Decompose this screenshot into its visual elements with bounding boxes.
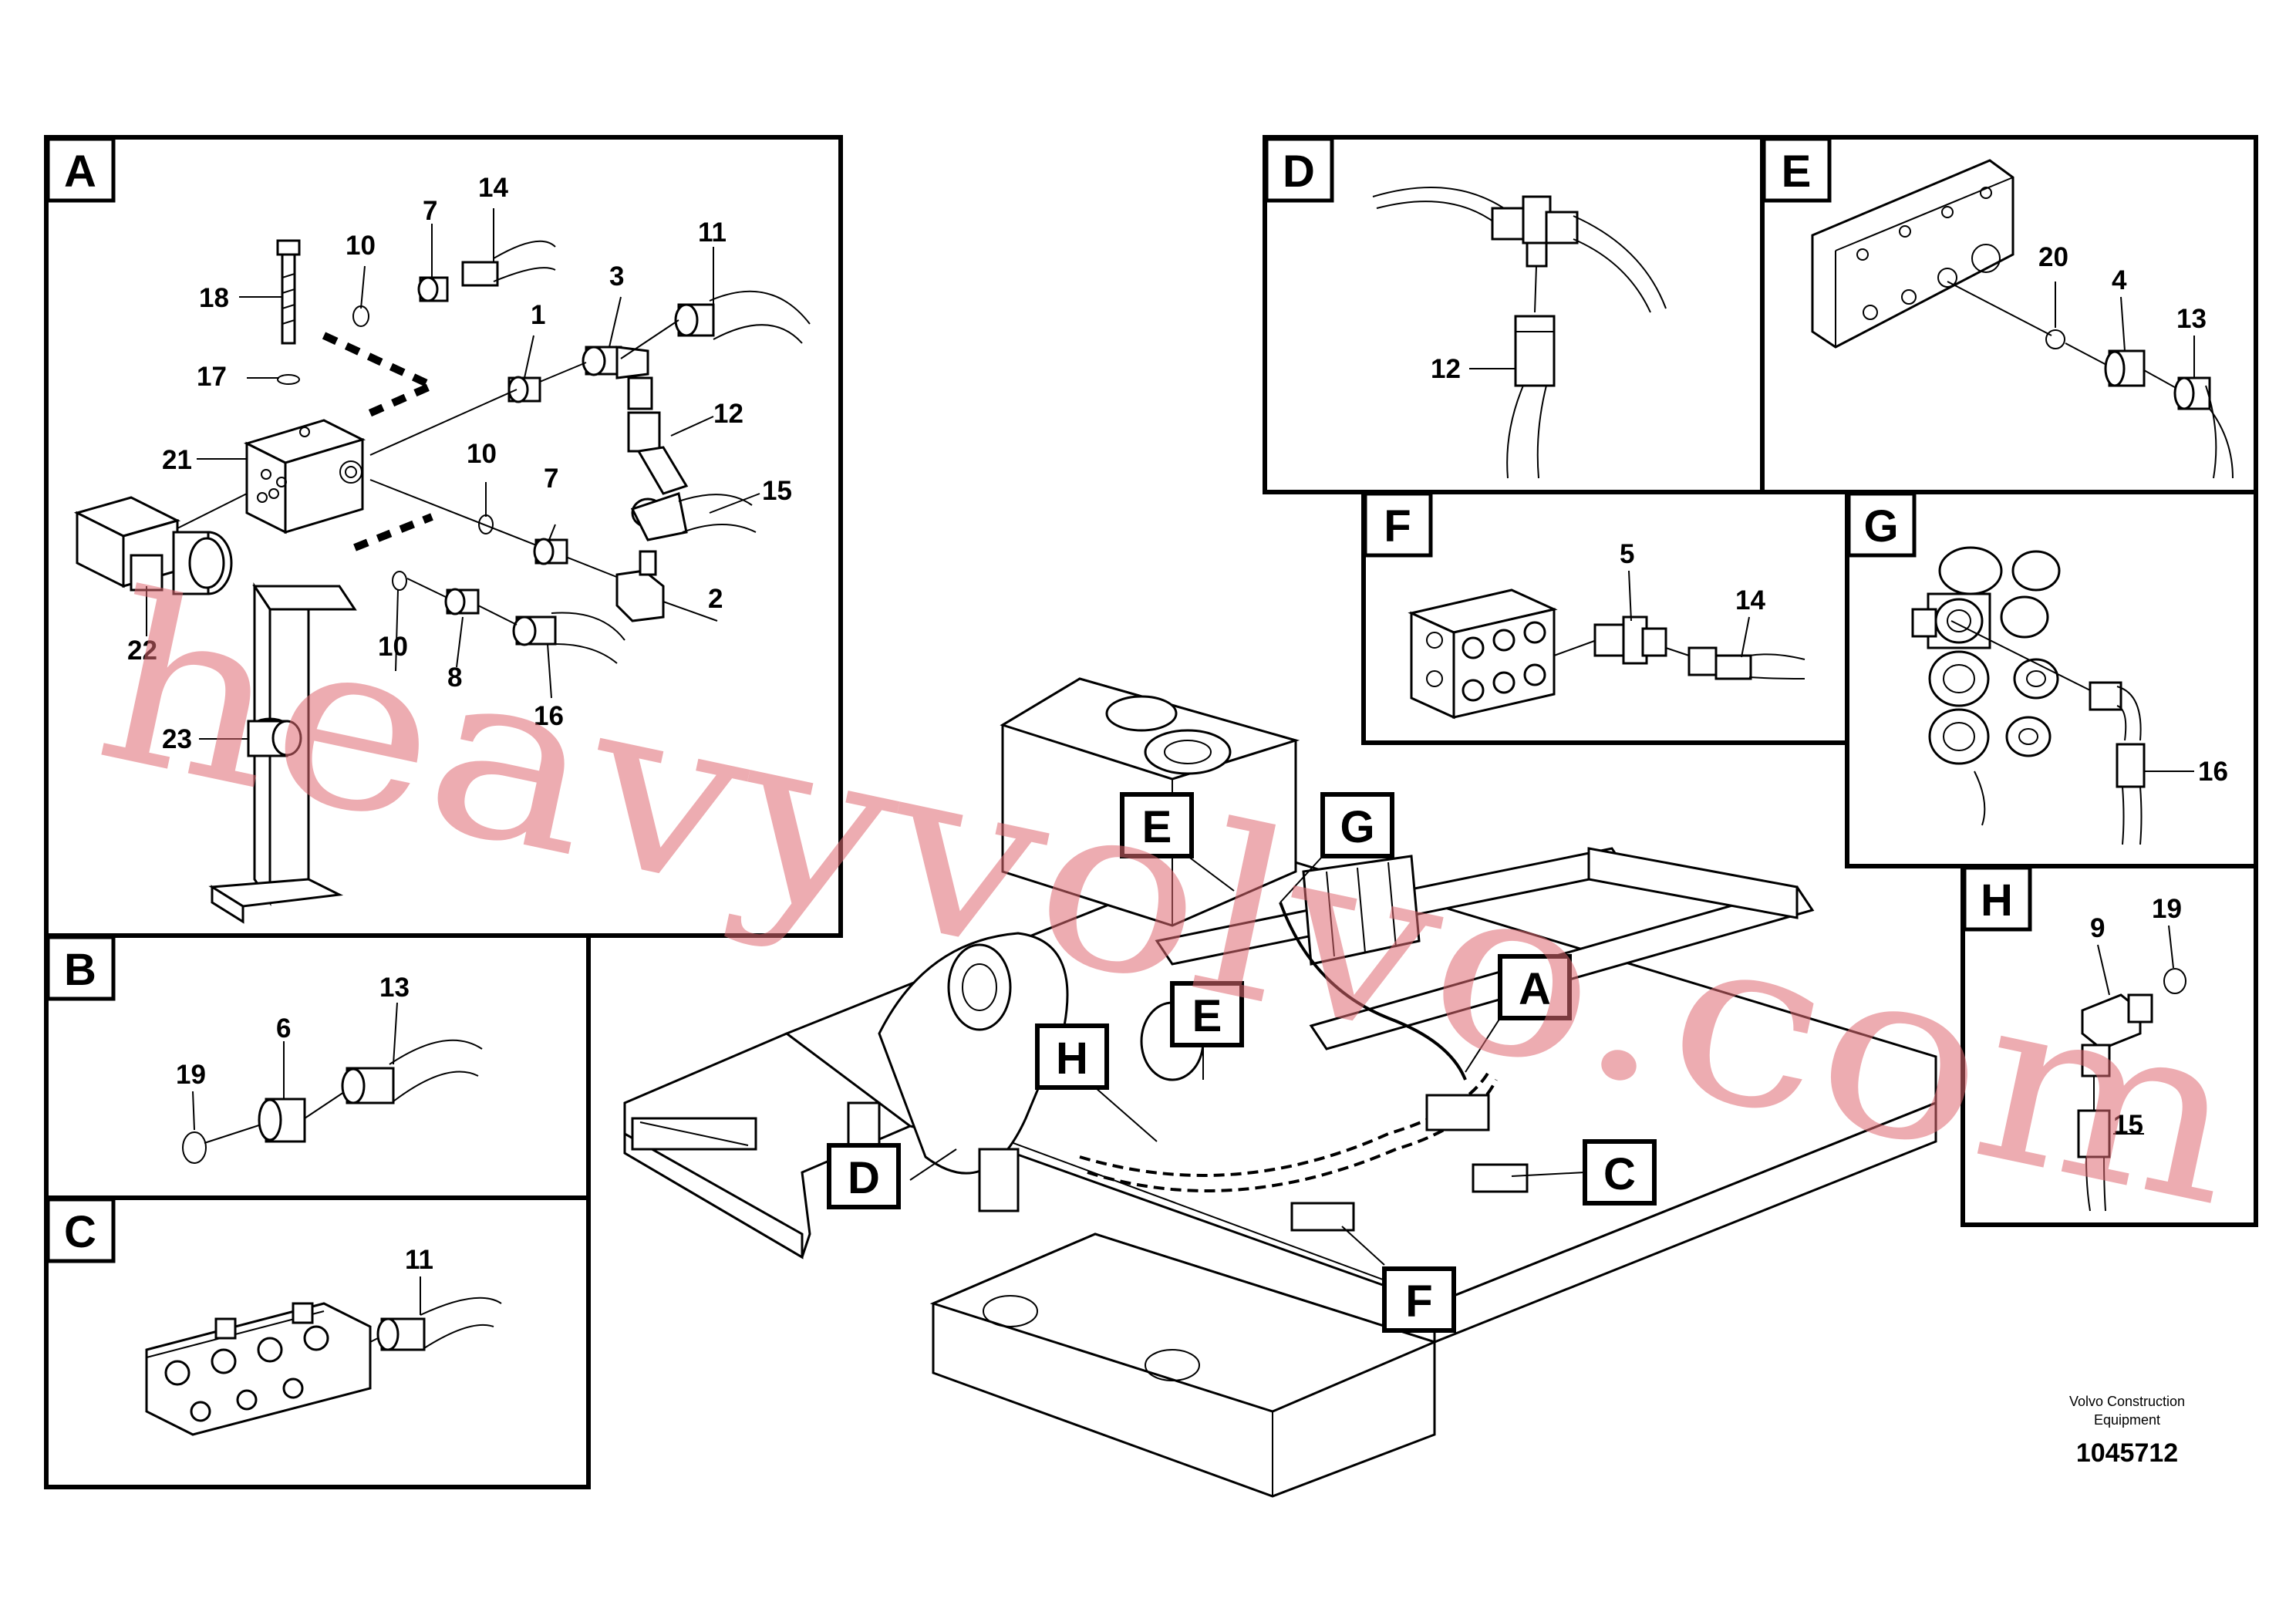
panel-d-letter: D [1283, 147, 1315, 197]
panel-a-callouts: 1 2 3 7 7 8 10 10 10 11 12 14 15 16 17 1… [127, 173, 792, 754]
drawing-number: 1045712 [2076, 1438, 2178, 1468]
panel-b: B 19 6 13 [44, 933, 591, 1200]
callout-h-15: 15 [2113, 1110, 2143, 1140]
callout-23: 23 [162, 724, 192, 754]
tag-e2: E [1192, 991, 1222, 1041]
callout-12: 12 [713, 399, 743, 429]
callout-18: 18 [199, 283, 229, 313]
callout-c-11: 11 [405, 1245, 433, 1275]
title-block: Volvo Construction Equipment 1045712 [2069, 1394, 2185, 1468]
valve-block-part [243, 419, 366, 534]
company-line-2: Equipment [2094, 1412, 2160, 1428]
panel-h-letter: H [1981, 875, 2013, 926]
callout-11: 11 [698, 218, 727, 248]
callout-e-4: 4 [2112, 265, 2127, 295]
solenoid-part [73, 496, 233, 595]
callout-14: 14 [478, 173, 508, 203]
callout-7: 7 [423, 196, 437, 226]
callout-g-16: 16 [2198, 757, 2228, 787]
callout-f-14: 14 [1735, 585, 1765, 615]
callout-10c: 10 [378, 632, 408, 662]
tag-d: D [848, 1153, 880, 1203]
callout-15: 15 [762, 476, 792, 506]
callout-21: 21 [162, 445, 192, 475]
callout-10: 10 [346, 231, 376, 261]
panel-a-leaders [146, 208, 760, 740]
panel-e: E 20 4 13 [1760, 135, 2258, 494]
callout-7b: 7 [544, 464, 558, 494]
spool-stack [1911, 546, 2061, 826]
tag-c: C [1603, 1149, 1636, 1199]
panel-g-letter: G [1863, 501, 1898, 551]
main-view-tags: E G E H A D C F [827, 792, 1657, 1333]
panel-h: H 9 19 15 [1961, 864, 2258, 1227]
panel-f: F 5 14 [1361, 490, 1849, 745]
tag-e1: E [1142, 802, 1172, 852]
callout-e-13: 13 [2176, 304, 2207, 334]
callout-16: 16 [534, 701, 564, 731]
fittings-upper [352, 240, 811, 495]
callout-e-20: 20 [2038, 242, 2068, 272]
panel-c-letter: C [64, 1207, 96, 1257]
callout-h-19: 19 [2152, 894, 2182, 924]
callout-8: 8 [447, 663, 462, 693]
bracket-part [208, 582, 357, 924]
panel-c: C 11 [44, 1195, 591, 1489]
callout-17: 17 [197, 362, 227, 392]
callout-22: 22 [127, 636, 157, 666]
callout-h-9: 9 [2090, 913, 2105, 943]
panel-a-letter: A [64, 147, 96, 197]
panel-e-letter: E [1782, 147, 1812, 197]
callout-1: 1 [531, 300, 545, 330]
callout-b-19: 19 [176, 1060, 206, 1090]
tag-a: A [1519, 964, 1551, 1014]
callout-b-13: 13 [379, 973, 410, 1003]
callout-2: 2 [708, 584, 723, 614]
panel-g: G 16 [1845, 490, 2258, 868]
callout-10b: 10 [467, 439, 497, 469]
callout-f-5: 5 [1620, 539, 1634, 569]
callout-d-12: 12 [1431, 354, 1461, 384]
company-line-1: Volvo Construction [2069, 1394, 2185, 1409]
panel-f-letter: F [1384, 501, 1411, 551]
panel-b-letter: B [64, 945, 96, 995]
callout-b-6: 6 [276, 1013, 291, 1044]
panel-d: D 12 [1263, 135, 1765, 494]
tag-h: H [1056, 1034, 1088, 1084]
panel-a: A [44, 135, 843, 938]
callout-3: 3 [609, 261, 624, 292]
bolt-part [276, 239, 301, 385]
tag-g: G [1340, 802, 1374, 852]
fittings-lower [392, 492, 757, 664]
tag-f: F [1405, 1276, 1432, 1327]
